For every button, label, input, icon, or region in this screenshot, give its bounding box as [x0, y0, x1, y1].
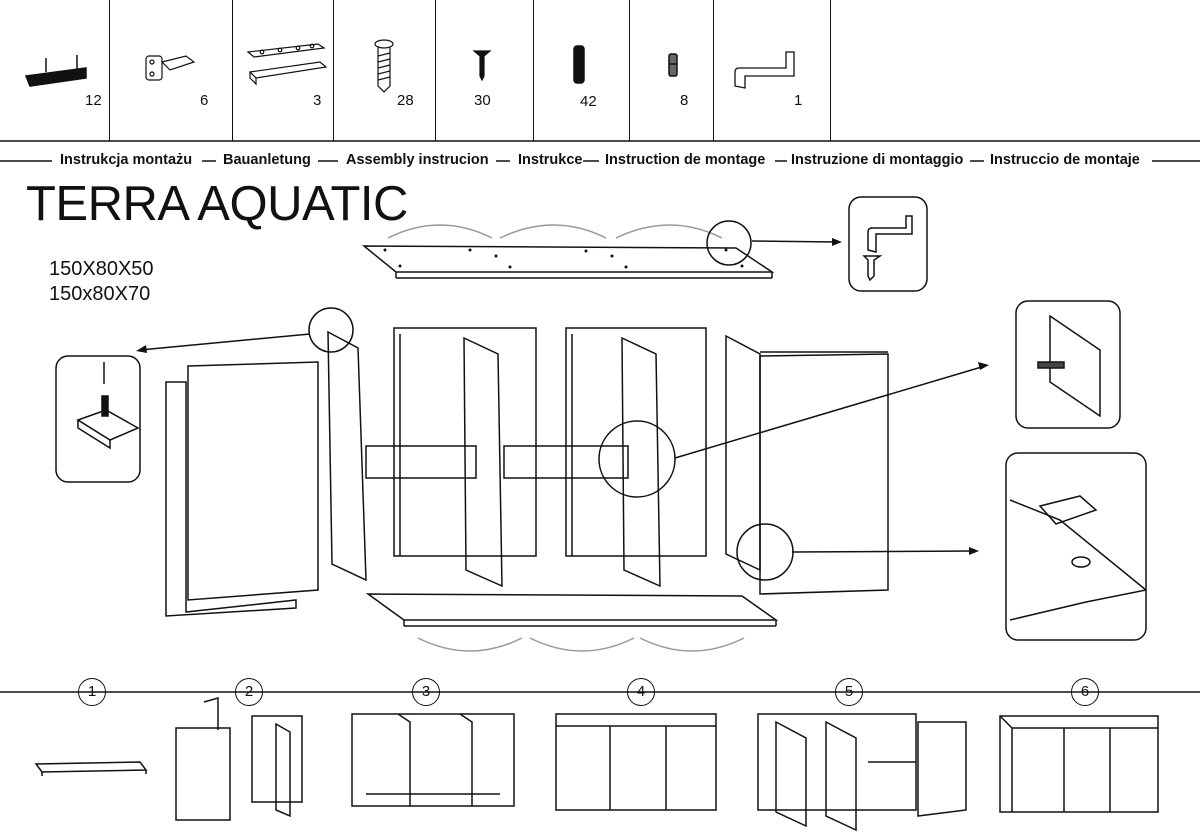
detail-hinge	[1005, 452, 1147, 641]
left-door	[165, 361, 319, 617]
lang-it: Instruzione di montaggio	[791, 152, 964, 168]
part-cell-6: 42	[534, 0, 630, 141]
top-panel-holes	[383, 248, 744, 269]
lang-de: Bauanletung	[223, 152, 311, 168]
callout-line	[751, 240, 839, 243]
top-arrows	[387, 224, 723, 239]
bottom-arrows	[417, 637, 745, 652]
bottom-panel	[365, 593, 779, 627]
step-4-drawing	[555, 713, 717, 811]
callout-line	[139, 333, 311, 351]
step-6-drawing	[999, 715, 1159, 813]
part-qty: 30	[474, 92, 491, 109]
step-1-drawing	[34, 761, 148, 776]
lang-cz: Instrukce	[518, 152, 583, 168]
callout-line	[791, 550, 976, 553]
mounting-rail-icon	[246, 43, 328, 86]
left-side-panel	[327, 330, 367, 582]
part-cell-5: 30	[436, 0, 534, 141]
wooden-dowel-icon	[573, 45, 585, 84]
part-cell-7: 8	[630, 0, 714, 141]
part-cell-2: 6	[110, 0, 233, 141]
lang-pl: Instrukcja montażu	[60, 152, 193, 168]
callout-line	[674, 365, 986, 459]
shelf-support-bar-icon	[24, 55, 87, 87]
right-door	[759, 351, 889, 595]
detail-dowel	[55, 355, 141, 483]
parts-list: 12 6 3 28 30 42 8 1	[0, 0, 1200, 142]
part-qty: 1	[794, 92, 803, 109]
callout-circle	[308, 307, 354, 353]
part-cell-4: 28	[334, 0, 436, 141]
part-qty: 8	[680, 92, 689, 109]
lang-es: Instruccio de montaje	[990, 152, 1140, 168]
part-qty: 42	[580, 93, 597, 110]
part-qty: 12	[85, 92, 102, 109]
part-cell-8: 1	[714, 0, 831, 141]
callout-circle	[736, 523, 794, 581]
detail-allen-key	[848, 196, 928, 292]
dimension-2: 150x80X70	[49, 283, 151, 305]
part-cell-3: 3	[233, 0, 334, 141]
top-panel	[361, 245, 775, 279]
product-title: TERRA AQUATIC	[26, 177, 408, 231]
part-cell-1: 12	[0, 0, 110, 141]
lang-en: Assembly instrucion	[346, 152, 489, 168]
part-qty: 28	[397, 92, 414, 109]
callout-circle	[706, 220, 752, 266]
shelf-pin-icon	[668, 53, 678, 77]
step-3-drawing	[351, 713, 515, 807]
step-5-drawing	[757, 713, 967, 832]
hinge-icon	[145, 55, 196, 81]
dimension-1: 150X80X50	[49, 258, 154, 280]
left-compartment	[365, 327, 537, 588]
small-screw-icon	[472, 50, 492, 82]
detail-shelf-pin	[1015, 300, 1121, 429]
middle-compartment	[503, 327, 707, 588]
allen-key-icon	[734, 51, 795, 89]
screw-icon	[374, 39, 394, 93]
part-qty: 3	[313, 92, 322, 109]
step-2-drawing	[175, 697, 303, 821]
lang-fr: Instruction de montage	[605, 152, 766, 168]
part-qty: 6	[200, 92, 209, 109]
callout-circle	[598, 420, 676, 498]
